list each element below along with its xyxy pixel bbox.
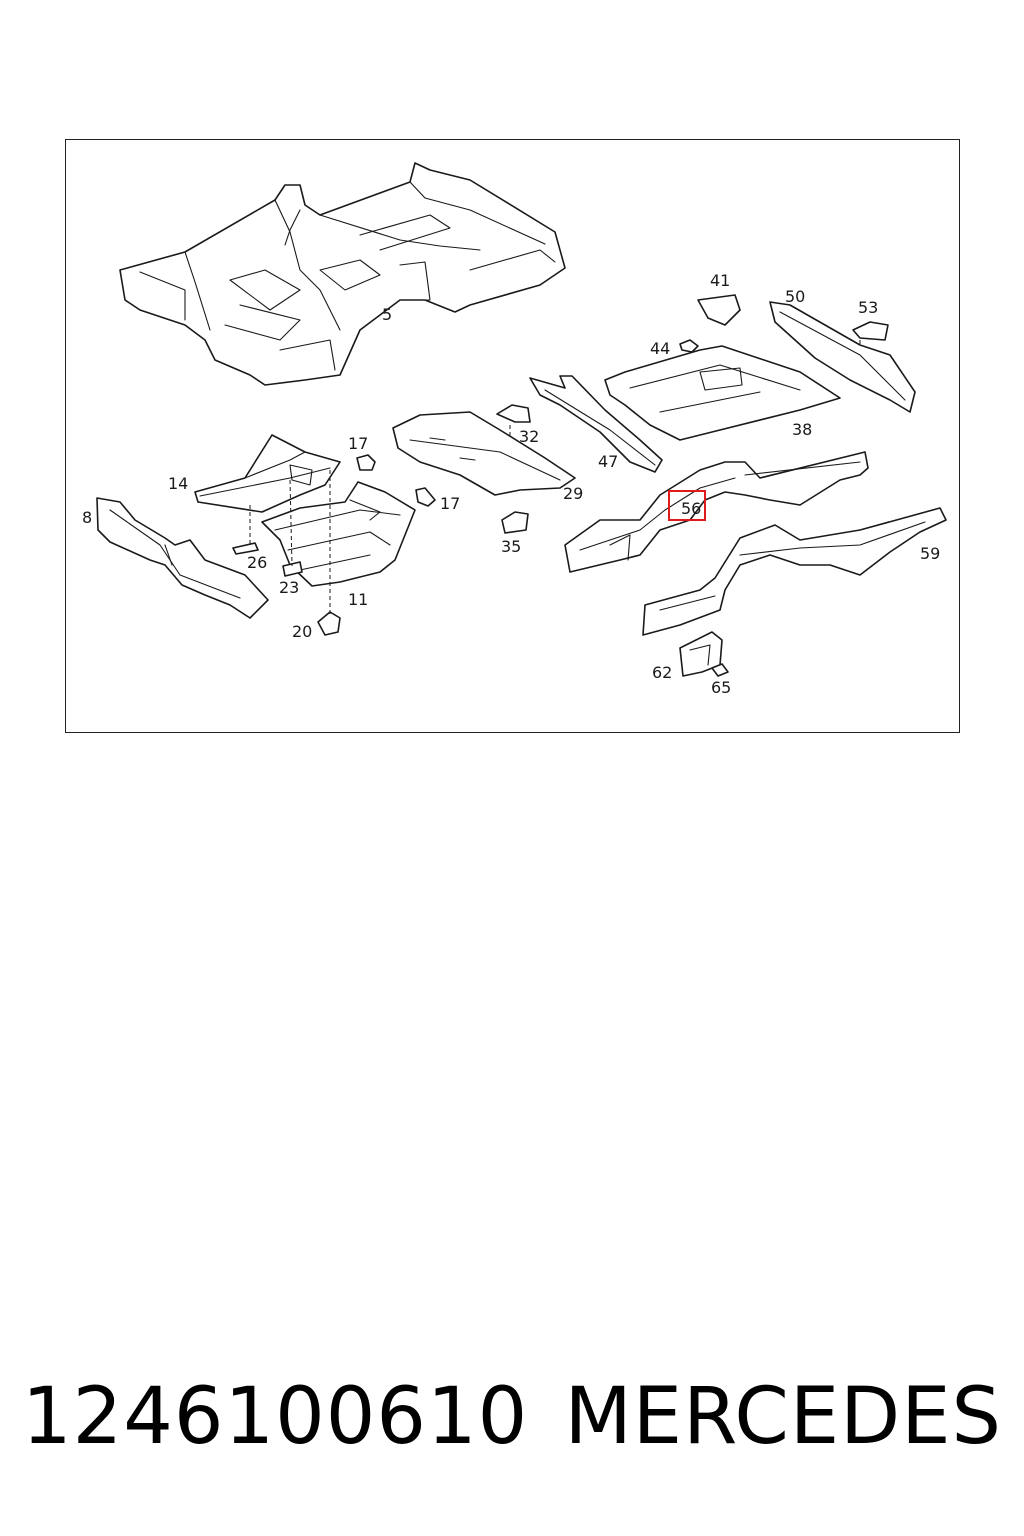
part-11-rear-floor[interactable]: [261, 481, 416, 587]
part-47-member[interactable]: [529, 375, 663, 473]
footer: 1246100610 MERCEDES: [0, 1372, 1024, 1462]
callout-14: 14: [168, 474, 188, 493]
callout-35: 35: [501, 537, 521, 556]
callout-11: 11: [348, 590, 368, 609]
callout-41: 41: [710, 271, 730, 290]
callout-29: 29: [563, 484, 583, 503]
callout-17b: 17: [440, 494, 460, 513]
part-32-bracket[interactable]: [496, 404, 531, 423]
callout-47: 47: [598, 452, 618, 471]
callout-50: 50: [785, 287, 805, 306]
part-41-bracket[interactable]: [697, 294, 741, 326]
part-35-bracket[interactable]: [501, 511, 529, 534]
part-5-floor-assembly[interactable]: [119, 162, 566, 386]
callout-44: 44: [650, 339, 670, 358]
part-53-bracket[interactable]: [852, 321, 889, 341]
part-38-rear-floor[interactable]: [604, 345, 841, 441]
callout-62: 62: [652, 663, 672, 682]
highlight-box: [668, 490, 706, 521]
part-59-lower-member[interactable]: [642, 507, 947, 636]
part-29-tunnel[interactable]: [392, 411, 576, 496]
part-65-clip[interactable]: [711, 663, 729, 677]
callout-56[interactable]: 56: [681, 499, 701, 518]
callout-5: 5: [382, 305, 392, 324]
callout-8: 8: [82, 508, 92, 527]
callout-59: 59: [920, 544, 940, 563]
part-number: 1246100610: [22, 1372, 529, 1462]
part-44-clip[interactable]: [679, 339, 699, 353]
callout-17a: 17: [348, 434, 368, 453]
part-26-bracket[interactable]: [232, 542, 259, 555]
callout-26: 26: [247, 553, 267, 572]
part-17b-bracket[interactable]: [415, 487, 436, 507]
part-17a-bracket[interactable]: [356, 454, 376, 471]
part-23-bracket[interactable]: [282, 561, 303, 577]
part-56-side-member[interactable]: [564, 451, 869, 573]
part-20-bracket[interactable]: [317, 611, 341, 636]
callout-65: 65: [711, 678, 731, 697]
callout-53: 53: [858, 298, 878, 317]
callout-38: 38: [792, 420, 812, 439]
part-14-floor-section[interactable]: [194, 434, 341, 513]
callout-20: 20: [292, 622, 312, 641]
callout-32: 32: [519, 427, 539, 446]
part-50-rear-panel[interactable]: [769, 301, 916, 413]
callout-23: 23: [279, 578, 299, 597]
brand-name: MERCEDES: [564, 1372, 1002, 1462]
part-8-cross-member[interactable]: [96, 497, 269, 619]
